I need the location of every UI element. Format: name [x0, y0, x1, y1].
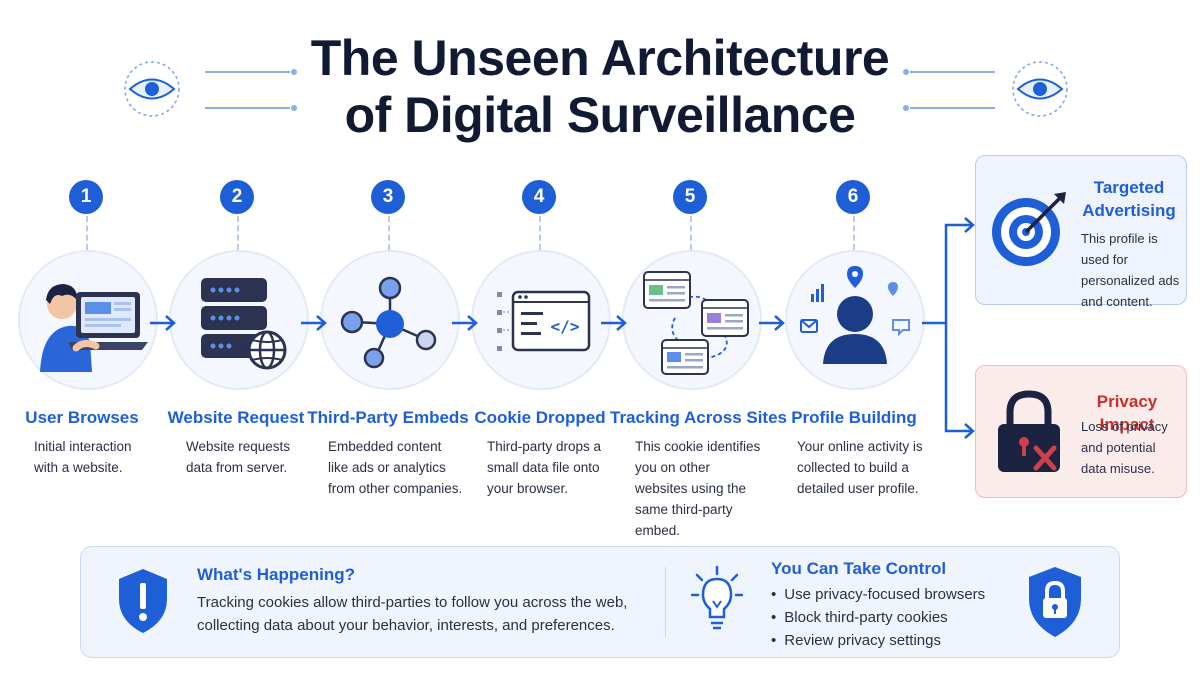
whats-happening-title: What's Happening?	[197, 565, 355, 584]
step-connector	[539, 216, 541, 250]
arrow-right-icon	[301, 315, 327, 331]
step-6-description: Your online activity is collected to bui…	[797, 439, 923, 496]
user-profile-icon	[800, 266, 910, 364]
step-2-illustration	[169, 250, 309, 390]
step-connector	[690, 216, 692, 250]
list-item: Use privacy-focused browsers	[771, 583, 985, 606]
outcome-privacy-title: Privacy Impact	[1096, 392, 1158, 434]
step-3-title: Third-Party Embeds	[307, 408, 469, 427]
take-control-title: You Can Take Control	[771, 559, 947, 578]
step-1-illustration	[18, 250, 158, 390]
padlock-x-icon	[998, 390, 1060, 472]
title-line-1: The Unseen Architecture	[310, 30, 890, 86]
step-connector	[853, 216, 855, 250]
arrow-right-icon	[759, 315, 785, 331]
step-3-illustration	[320, 250, 460, 390]
user-laptop-icon	[40, 284, 148, 372]
whats-happening-text: Tracking cookies allow third-parties to …	[197, 594, 628, 634]
step-connector	[237, 216, 239, 250]
step-4-illustration: </>	[471, 250, 611, 390]
step-5-illustration	[622, 250, 762, 390]
list-item: Block third-party cookies	[771, 606, 985, 629]
shield-lock-icon	[1029, 567, 1081, 637]
title-line-2: of Digital Surveillance	[344, 87, 856, 143]
info-panel: What's Happening? Tracking cookies allow…	[80, 546, 1120, 658]
svg-text:</>: </>	[551, 317, 580, 336]
target-icon	[992, 192, 1066, 266]
arrow-right-icon	[150, 315, 176, 331]
outcome-ads-description: This profile is used for personalized ad…	[1081, 231, 1180, 309]
step-2-description: Website requests data from server.	[186, 439, 291, 475]
network-nodes-icon	[340, 276, 437, 369]
shield-alert-icon	[119, 569, 167, 633]
code-window-icon: </>	[497, 290, 591, 352]
eye-icon-right	[903, 61, 1068, 117]
arrow-right-icon	[452, 315, 478, 331]
lightbulb-icon	[691, 565, 743, 630]
step-1-title: User Browses	[25, 408, 139, 427]
step-3-description: Embedded content like ads or analytics f…	[328, 439, 463, 496]
linked-windows-icon	[643, 271, 749, 375]
step-connector	[86, 216, 88, 250]
step-connector	[388, 216, 390, 250]
step-5-number: 5	[673, 180, 707, 214]
take-control-list: Use privacy-focused browsers Block third…	[771, 583, 985, 652]
outcome-ads-title: Targeted Advertising	[1082, 178, 1176, 220]
step-4-title: Cookie Dropped	[474, 408, 606, 427]
arrow-right-icon	[601, 315, 627, 331]
outcome-privacy-description: Loss of privacy and potential data misus…	[1081, 419, 1168, 476]
step-6-illustration	[785, 250, 925, 390]
eye-icon-left	[124, 61, 297, 117]
step-4-number: 4	[522, 180, 556, 214]
step-2-title: Website Request	[167, 408, 305, 427]
step-2-number: 2	[220, 180, 254, 214]
page-title: The Unseen Architecture of Digital Surve…	[0, 30, 1200, 144]
outcome-privacy-impact: Privacy Impact Loss of privacy and poten…	[975, 365, 1187, 498]
list-item: Review privacy settings	[771, 629, 985, 652]
server-globe-icon	[201, 278, 287, 370]
panel-divider	[665, 567, 666, 637]
step-4-description: Third-party drops a small data file onto…	[487, 439, 602, 496]
step-6-number: 6	[836, 180, 870, 214]
step-1-description: Initial interaction with a website.	[34, 439, 132, 475]
step-6-title: Profile Building	[791, 408, 917, 427]
step-5-title: Tracking Across Sites	[610, 408, 788, 427]
step-5-description: This cookie identifies you on other webs…	[635, 439, 761, 538]
step-3-number: 3	[371, 180, 405, 214]
outcome-targeted-advertising: Targeted Advertising This profile is use…	[975, 155, 1187, 309]
branch-arrows	[922, 217, 975, 439]
step-1-number: 1	[69, 180, 103, 214]
